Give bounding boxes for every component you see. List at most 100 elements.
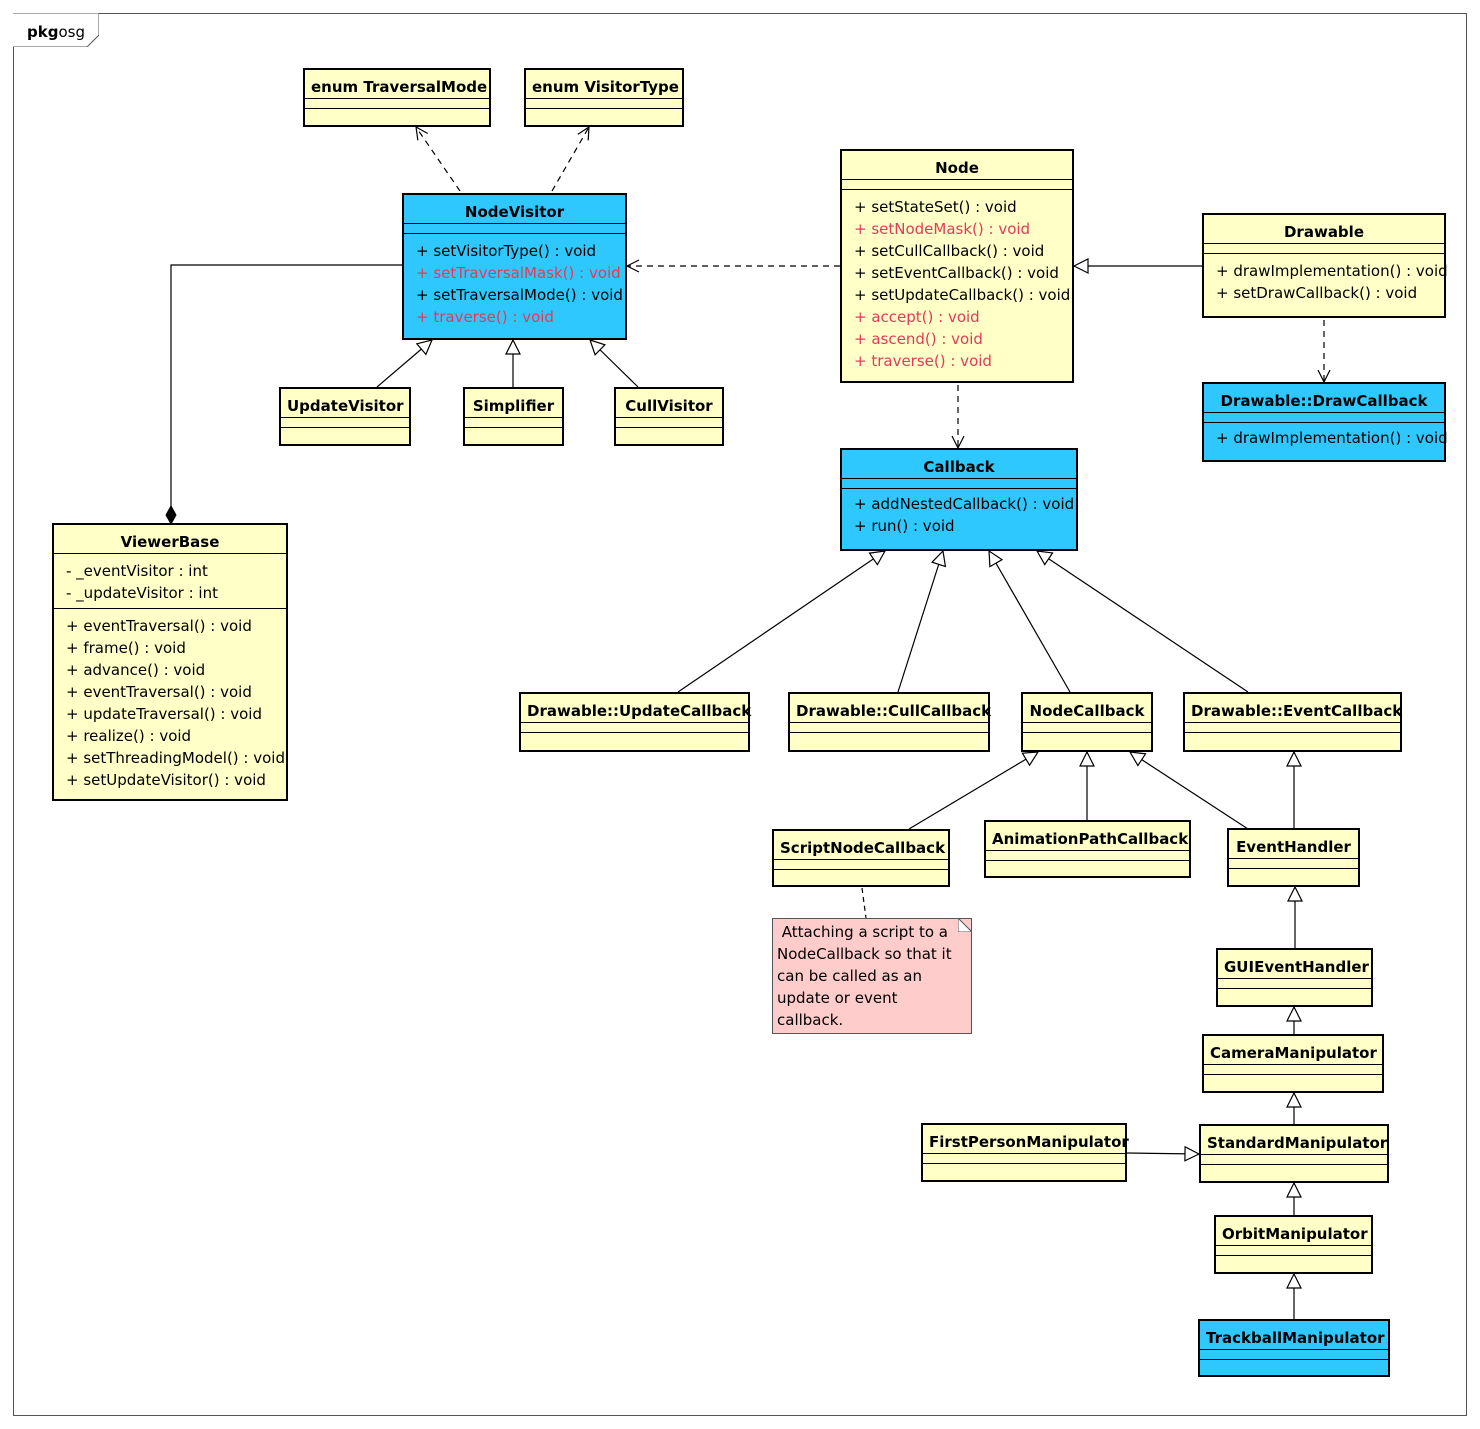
class-update-visitor[interactable]: UpdateVisitor: [279, 387, 411, 446]
class-name: AnimationPathCallback: [992, 830, 1189, 848]
operation: + setCullCallback() : void: [854, 242, 1045, 260]
gen-scriptnodecallback: [908, 752, 1038, 830]
class-name: Drawable::CullCallback: [796, 702, 992, 720]
class-script-node-callback[interactable]: ScriptNodeCallback: [772, 829, 950, 887]
class-cull-visitor[interactable]: CullVisitor: [614, 387, 724, 446]
operation: + setTraversalMode() : void: [416, 286, 623, 304]
class-event-handler[interactable]: EventHandler: [1227, 828, 1360, 887]
class-camera-manipulator[interactable]: CameraManipulator: [1202, 1034, 1384, 1093]
class-name: CullVisitor: [625, 397, 713, 415]
class-node-callback[interactable]: NodeCallback: [1021, 692, 1153, 752]
gen-eventhandler-nodecallback: [1130, 752, 1249, 830]
class-name: CameraManipulator: [1210, 1044, 1377, 1062]
class-callback[interactable]: Callback + addNestedCallback() : void + …: [840, 448, 1078, 551]
package-label: pkgosg: [27, 23, 85, 41]
package-frame: [13, 13, 1467, 1416]
operation: + setThreadingModel() : void: [66, 749, 285, 767]
operation: + updateTraversal() : void: [66, 705, 262, 723]
dep-nodevisitor-traversalmode: [416, 127, 461, 192]
class-first-person-manipulator[interactable]: FirstPersonManipulator: [921, 1123, 1129, 1182]
attribute: - _updateVisitor : int: [66, 584, 218, 602]
class-draw-callback[interactable]: Drawable::DrawCallback + drawImplementat…: [1202, 382, 1448, 462]
attribute: - _eventVisitor : int: [66, 562, 208, 580]
class-drawable-update-callback[interactable]: Drawable::UpdateCallback: [519, 692, 752, 752]
class-enum-visitor-type[interactable]: enum VisitorType: [524, 68, 684, 127]
operation: + traverse() : void: [854, 352, 992, 370]
gen-nodecallback: [989, 551, 1071, 693]
class-drawable-event-callback[interactable]: Drawable::EventCallback: [1183, 692, 1402, 752]
class-name: ViewerBase: [120, 533, 220, 551]
operation: + realize() : void: [66, 727, 192, 745]
class-viewer-base[interactable]: ViewerBase - _eventVisitor : int - _upda…: [52, 523, 288, 801]
operation: + drawImplementation() : void: [1216, 262, 1448, 280]
class-drawable[interactable]: Drawable + drawImplementation() : void +…: [1202, 213, 1448, 318]
package-name: osg: [58, 23, 85, 41]
operation: + frame() : void: [66, 639, 186, 657]
gen-updatecallback: [677, 551, 885, 693]
class-standard-manipulator[interactable]: StandardManipulator: [1199, 1124, 1389, 1183]
note-line: Attaching a script to a: [777, 923, 948, 941]
class-enum-traversal-mode[interactable]: enum TraversalMode: [303, 68, 491, 127]
operation: + setDrawCallback() : void: [1216, 284, 1418, 302]
class-trackball-manipulator[interactable]: TrackballManipulator: [1198, 1319, 1390, 1377]
class-orbit-manipulator[interactable]: OrbitManipulator: [1214, 1215, 1373, 1274]
operation: + ascend() : void: [854, 330, 983, 348]
class-name: Drawable::DrawCallback: [1220, 392, 1428, 410]
class-name: NodeCallback: [1029, 702, 1145, 720]
operation: + addNestedCallback() : void: [854, 495, 1075, 513]
class-name: enum VisitorType: [532, 78, 679, 96]
class-name: Drawable: [1283, 223, 1364, 241]
operation: + setVisitorType() : void: [416, 242, 597, 260]
class-name: StandardManipulator: [1207, 1134, 1388, 1152]
class-animation-path-callback[interactable]: AnimationPathCallback: [984, 820, 1191, 878]
operation: + drawImplementation() : void: [1216, 429, 1448, 447]
dep-nodevisitor-visitortype: [551, 127, 589, 192]
class-name: FirstPersonManipulator: [929, 1133, 1129, 1151]
class-name: NodeVisitor: [464, 203, 565, 221]
class-gui-event-handler[interactable]: GUIEventHandler: [1216, 948, 1373, 1007]
operation: + setEventCallback() : void: [854, 264, 1059, 282]
class-name: Node: [935, 159, 979, 177]
class-name: OrbitManipulator: [1222, 1225, 1368, 1243]
class-node-visitor[interactable]: NodeVisitor + setVisitorType() : void + …: [402, 193, 627, 340]
class-name: TrackballManipulator: [1206, 1329, 1385, 1347]
class-name: EventHandler: [1236, 838, 1351, 856]
operation: + setTraversalMask() : void: [416, 264, 621, 282]
class-name: ScriptNodeCallback: [780, 839, 946, 857]
gen-firstpersonmanipulator: [1126, 1153, 1199, 1154]
note-anchor: [861, 887, 867, 919]
package-keyword: pkg: [27, 23, 59, 41]
class-name: Simplifier: [472, 397, 555, 415]
class-drawable-cull-callback[interactable]: Drawable::CullCallback: [788, 692, 992, 752]
class-node[interactable]: Node + setStateSet() : void + setNodeMas…: [840, 149, 1074, 383]
operation: + eventTraversal() : void: [66, 617, 252, 635]
gen-eventcallback: [1037, 551, 1249, 693]
class-simplifier[interactable]: Simplifier: [463, 387, 564, 446]
gen-updatevisitor: [376, 340, 432, 388]
operation: + advance() : void: [66, 661, 206, 679]
class-name: UpdateVisitor: [287, 397, 404, 415]
class-name: Drawable::UpdateCallback: [527, 702, 752, 720]
gen-cullvisitor: [590, 340, 639, 388]
operation: + run() : void: [854, 517, 955, 535]
operation: + setStateSet() : void: [854, 198, 1017, 216]
operation: + traverse() : void: [416, 308, 554, 326]
note-fold-icon: [958, 918, 972, 932]
note-line: update or event callback.: [777, 989, 898, 1029]
gen-cullcallback: [897, 551, 943, 693]
class-name: GUIEventHandler: [1224, 958, 1369, 976]
note-line: can be called as an: [777, 967, 922, 985]
operation: + accept() : void: [854, 308, 980, 326]
class-name: Callback: [923, 458, 995, 476]
class-name: enum TraversalMode: [311, 78, 488, 96]
note-line: NodeCallback so that it: [777, 945, 952, 963]
note: Attaching a script to a NodeCallback so …: [772, 918, 972, 1034]
operation: + setUpdateVisitor() : void: [66, 771, 266, 789]
operation: + setUpdateCallback() : void: [854, 286, 1071, 304]
composition-viewerbase-nodevisitor: [171, 264, 402, 524]
operation: + eventTraversal() : void: [66, 683, 252, 701]
package-tab: [13, 13, 99, 47]
operation: + setNodeMask() : void: [854, 220, 1031, 238]
class-name: Drawable::EventCallback: [1191, 702, 1403, 720]
